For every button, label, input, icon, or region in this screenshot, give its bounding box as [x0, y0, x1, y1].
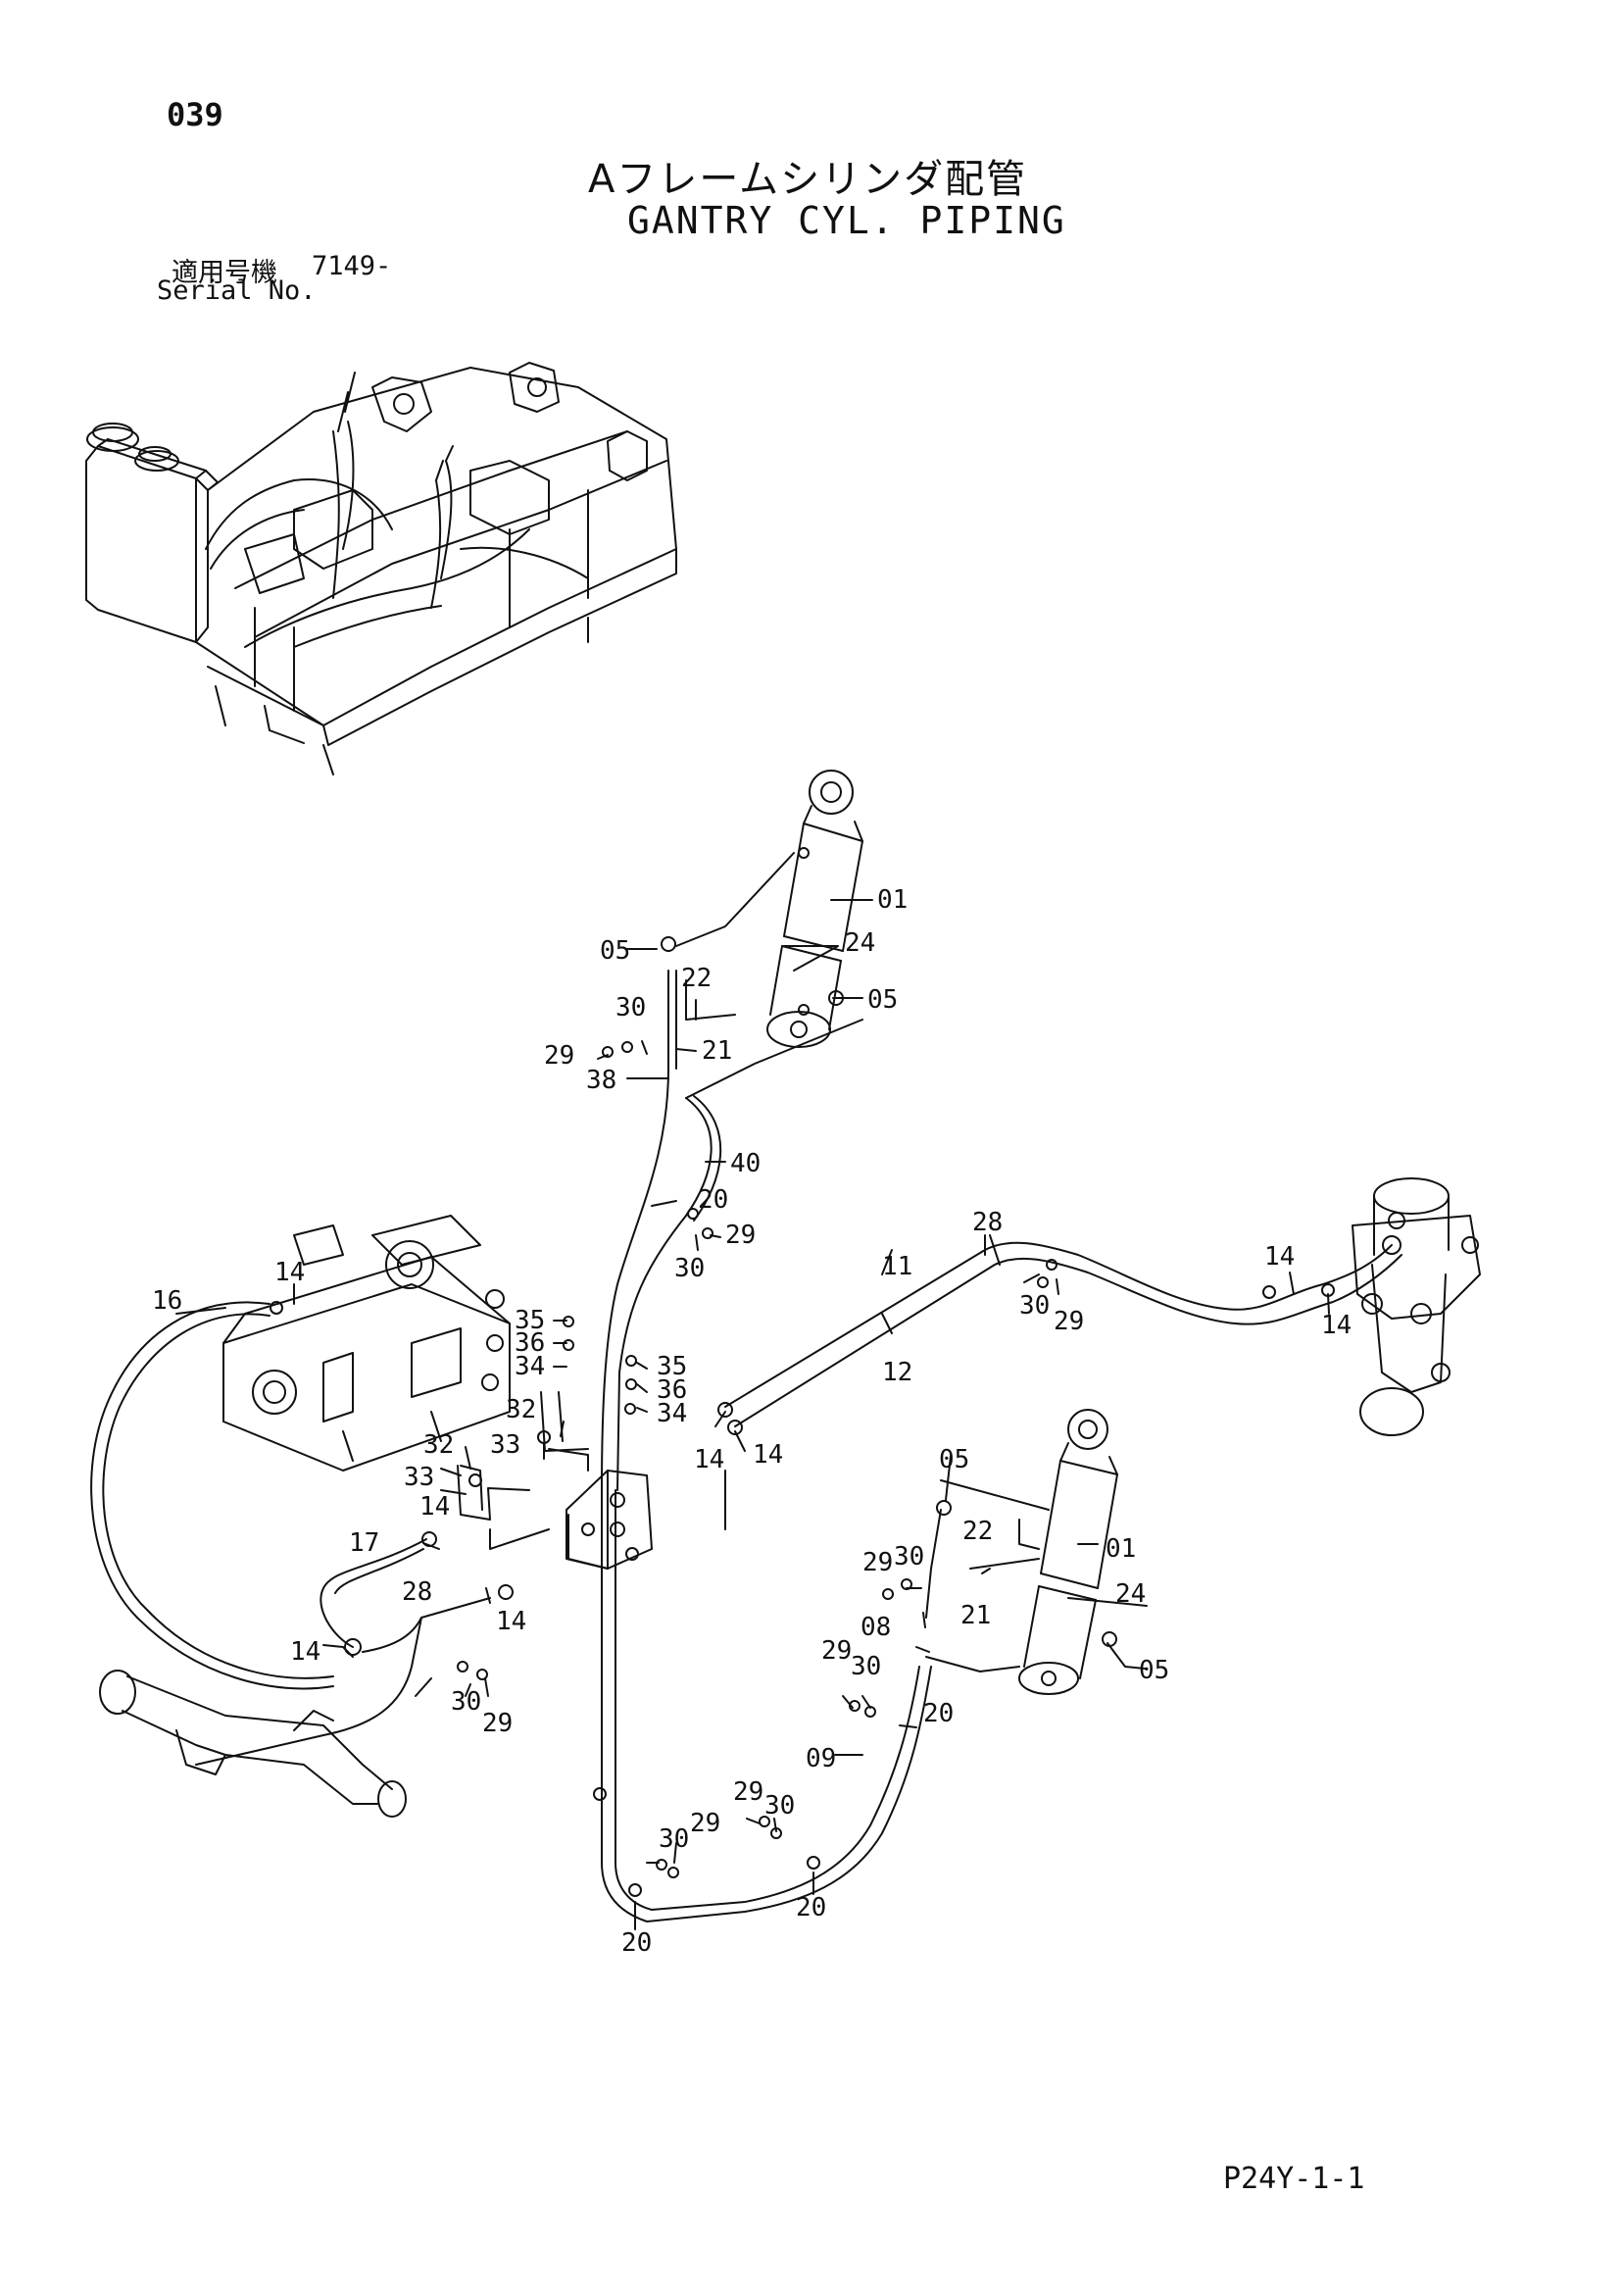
callout-21-upper: 21	[702, 1036, 732, 1066]
callout-29-right: 29	[1054, 1307, 1084, 1336]
callout-12: 12	[882, 1358, 912, 1387]
callout-30-lower-left: 30	[451, 1687, 481, 1717]
callout-05-lower-right: 05	[1139, 1656, 1169, 1685]
callout-20-bottom-left: 20	[621, 1928, 652, 1958]
callout-30-lower-mid: 30	[894, 1542, 924, 1572]
callout-labels: 01 05 24 05 22 30 29 21 38 40 20 29 30 2…	[152, 885, 1352, 1958]
callout-14-valve-right: 14	[753, 1440, 783, 1470]
callout-30-right: 30	[1019, 1291, 1050, 1321]
callout-28-left: 28	[402, 1577, 432, 1607]
callout-16: 16	[152, 1286, 182, 1316]
callout-33-upper: 33	[490, 1430, 520, 1460]
callout-30-upper: 30	[615, 993, 646, 1023]
fittings	[270, 936, 1335, 1897]
valve-block-illustration	[566, 1470, 653, 1570]
axle-illustration	[99, 1670, 407, 1818]
callout-36-right: 36	[657, 1375, 687, 1405]
callout-14-right-lower: 14	[1321, 1311, 1352, 1340]
callout-36-left: 36	[515, 1328, 545, 1358]
callout-29-upper: 29	[544, 1041, 574, 1071]
callout-30-lower: 30	[851, 1652, 881, 1681]
callout-01-upper: 01	[877, 885, 908, 915]
callout-34-right: 34	[657, 1399, 687, 1428]
callout-29-bottom-right: 29	[733, 1777, 763, 1807]
callout-30-bottom-left: 30	[659, 1824, 689, 1854]
callout-14-lower-left: 14	[496, 1607, 526, 1636]
callout-20-upper: 20	[698, 1185, 728, 1215]
pump-illustration	[222, 1215, 511, 1472]
callout-21-lower: 21	[960, 1601, 991, 1630]
callout-38: 38	[586, 1066, 616, 1095]
callout-17: 17	[349, 1528, 379, 1558]
title-japanese: Aフレームシリンダ配管	[588, 157, 1028, 202]
callout-32-upper: 32	[506, 1395, 536, 1424]
callout-32-lower: 32	[423, 1430, 454, 1460]
callout-24-upper: 24	[845, 928, 875, 958]
hose-lines	[90, 852, 1402, 1922]
callout-29-lower-mid: 29	[862, 1548, 893, 1577]
serial-label-english: Serial No.	[157, 275, 317, 306]
leader-lines	[175, 899, 1330, 1930]
callout-30-mid: 30	[674, 1254, 705, 1283]
callout-14-valve-left: 14	[694, 1445, 724, 1474]
callout-01-lower: 01	[1106, 1534, 1136, 1564]
callout-05-upper-right: 05	[867, 985, 898, 1015]
callout-14-pump: 14	[274, 1258, 305, 1287]
callout-29-lower: 29	[821, 1636, 852, 1666]
callout-29-bottom-left: 29	[690, 1809, 720, 1838]
callout-20-bottom-right: 20	[796, 1893, 826, 1922]
callout-14-bracket: 14	[419, 1492, 450, 1522]
callout-14-hose16: 14	[290, 1637, 320, 1667]
lower-gantry-cylinder	[1018, 1409, 1118, 1695]
callout-35-left: 35	[515, 1306, 545, 1335]
callout-09: 09	[806, 1744, 836, 1773]
callout-14-right-upper: 14	[1264, 1242, 1295, 1272]
swivel-joint-illustration	[1352, 1177, 1481, 1436]
callout-05-upper-left: 05	[600, 936, 630, 966]
callout-29-mid: 29	[725, 1221, 756, 1250]
callout-22-lower: 22	[962, 1517, 993, 1546]
callout-20-lower-right: 20	[923, 1699, 954, 1728]
callout-30-bottom-right: 30	[764, 1791, 795, 1821]
callout-05-lower: 05	[939, 1445, 969, 1474]
overview-frame-illustration	[85, 362, 677, 775]
page-number: 039	[167, 96, 223, 133]
serial-label-japanese: 適用号機	[172, 258, 277, 288]
title-english: GANTRY CYL. PIPING	[627, 199, 1066, 242]
callout-35-right: 35	[657, 1352, 687, 1381]
callout-24-lower: 24	[1115, 1579, 1146, 1609]
callout-33-lower: 33	[404, 1463, 434, 1492]
callout-34-left: 34	[515, 1352, 545, 1381]
callout-11: 11	[882, 1252, 912, 1281]
callout-08: 08	[861, 1613, 891, 1642]
callout-22-upper: 22	[681, 964, 712, 993]
callout-28-right: 28	[972, 1208, 1003, 1237]
serial-value: 7149-	[312, 251, 392, 281]
callout-40: 40	[730, 1149, 761, 1178]
upper-gantry-cylinder	[766, 770, 863, 1048]
callout-29-lower-left: 29	[482, 1709, 513, 1738]
page-code: P24Y-1-1	[1223, 2162, 1365, 2196]
